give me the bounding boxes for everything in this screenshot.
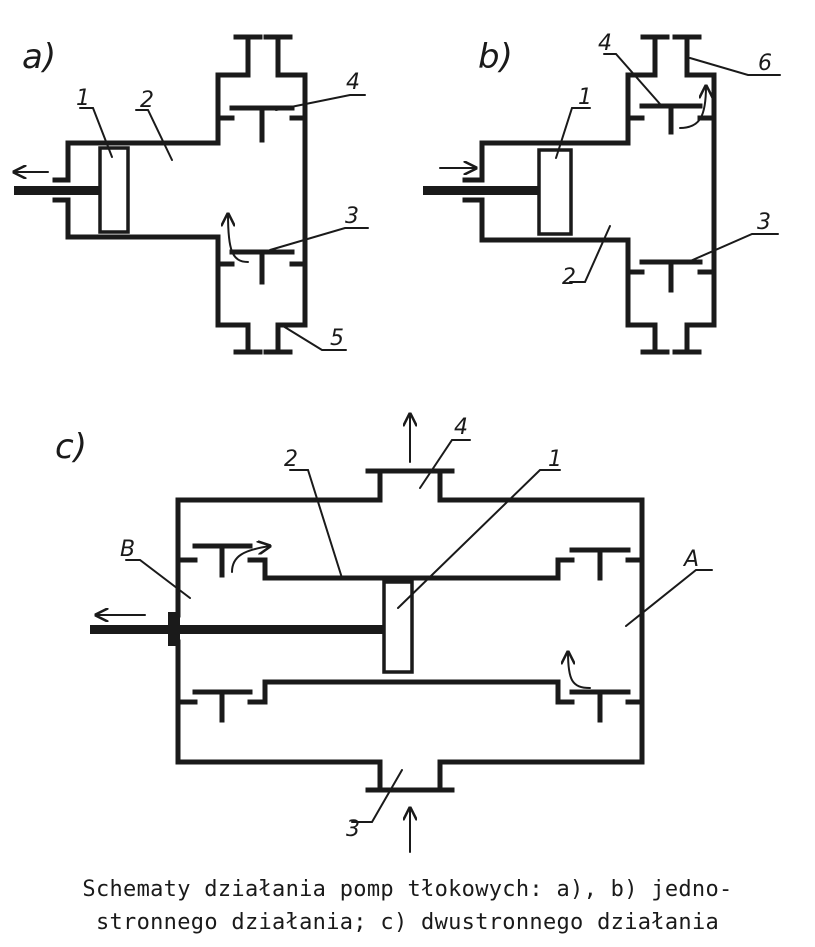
panel-c-chamber-right-upper: [555, 557, 645, 581]
panel-b-label-2: 2: [562, 265, 576, 290]
panel-b-valve-4: [639, 103, 703, 135]
panel-b-piston-rod: [423, 186, 541, 195]
panel-c-valve-lower-right: [569, 689, 631, 723]
panel-a-title: a): [22, 37, 56, 77]
panel-a-piston-rod: [14, 186, 102, 195]
panel-b-piston: [537, 148, 573, 236]
panel-b-rod-guide: [462, 177, 485, 203]
panel-a-label-2: 2: [140, 88, 154, 113]
panel-a-leader-4: [275, 94, 366, 111]
panel-c-label-B: B: [120, 537, 135, 562]
panel-b-leader-4: [603, 53, 661, 105]
panel-a-label-1: 1: [76, 86, 90, 111]
panel-b-casing: [479, 34, 717, 355]
panel-a-casing: [65, 34, 308, 355]
panel-a-leader-3: [269, 227, 369, 251]
panel-b-leader-3: [687, 233, 779, 263]
panel-c-valve-upper-right: [569, 547, 631, 581]
panel-c-label-4: 4: [454, 415, 468, 440]
panel-a-leader-2: [135, 109, 173, 161]
panel-b-valve-3: [639, 259, 703, 293]
panel-a-label-3: 3: [345, 204, 359, 229]
panel-b-leader-6: [689, 57, 781, 76]
panel-c-label-A: A: [682, 547, 699, 572]
panel-a-valve-4: [229, 105, 295, 143]
panel-c-leader-4: [419, 439, 471, 489]
panel-c-label-2: 2: [284, 447, 298, 472]
panel-a-rod-guide: [52, 177, 71, 203]
panel-b-label-6: 6: [758, 51, 772, 76]
panel-b-leader-1: [555, 107, 591, 159]
panel-c-flow-upper-left: [231, 546, 270, 573]
panel-c-leader-1: [397, 469, 561, 609]
caption-line-1: Schematy działania pomp tłokowych: a), b…: [82, 877, 733, 902]
panel-c-leader-3: [351, 769, 403, 823]
panel-b-title: b): [478, 37, 513, 77]
panel-c-title: c): [55, 427, 87, 467]
figure-caption: Schematy działania pomp tłokowych: a), b…: [0, 873, 815, 939]
panel-c-rod-seal: [168, 612, 180, 646]
panel-b: b) 1 2 3 4 6: [423, 31, 781, 355]
caption-line-2: stronnego działania; c) dwustronnego dzi…: [95, 910, 720, 935]
panel-b-label-1: 1: [578, 85, 592, 110]
panel-c-valve-upper-left: [192, 543, 253, 578]
panel-a-label-5: 5: [330, 326, 344, 351]
panel-a-piston: [98, 146, 130, 234]
panel-c-chamber-left-upper: [175, 557, 268, 581]
panel-b-flow-4: [679, 86, 706, 129]
panel-a-label-4: 4: [346, 70, 360, 95]
panel-a-valve-3: [229, 249, 295, 285]
diagram-canvas: a) 1 2 3 4 5 b): [0, 31, 781, 853]
panel-c-chamber-right-lower: [555, 679, 645, 705]
panel-c-label-1: 1: [548, 447, 562, 472]
panel-a-flow-3: [228, 214, 249, 263]
panel-c-piston: [382, 580, 414, 674]
panel-b-label-3: 3: [757, 210, 771, 235]
panel-b-leader-2: [569, 225, 611, 283]
panel-c: c) 1 2 3 4: [55, 414, 713, 853]
panel-c-flow-lower-right: [568, 652, 591, 689]
panel-a: a) 1 2 3 4 5: [14, 34, 369, 355]
panel-c-leader-A: [625, 569, 713, 627]
panel-c-piston-rod: [90, 625, 386, 634]
panel-b-label-4: 4: [598, 31, 612, 56]
panel-c-chamber-left-lower: [175, 679, 268, 705]
panel-c-valve-lower-left: [192, 689, 253, 723]
panel-c-label-3: 3: [346, 817, 360, 842]
panel-a-leader-5: [282, 325, 347, 351]
panel-c-leader-2: [289, 469, 343, 579]
panel-c-leader-B: [125, 559, 191, 599]
panel-a-leader-1: [79, 107, 113, 158]
